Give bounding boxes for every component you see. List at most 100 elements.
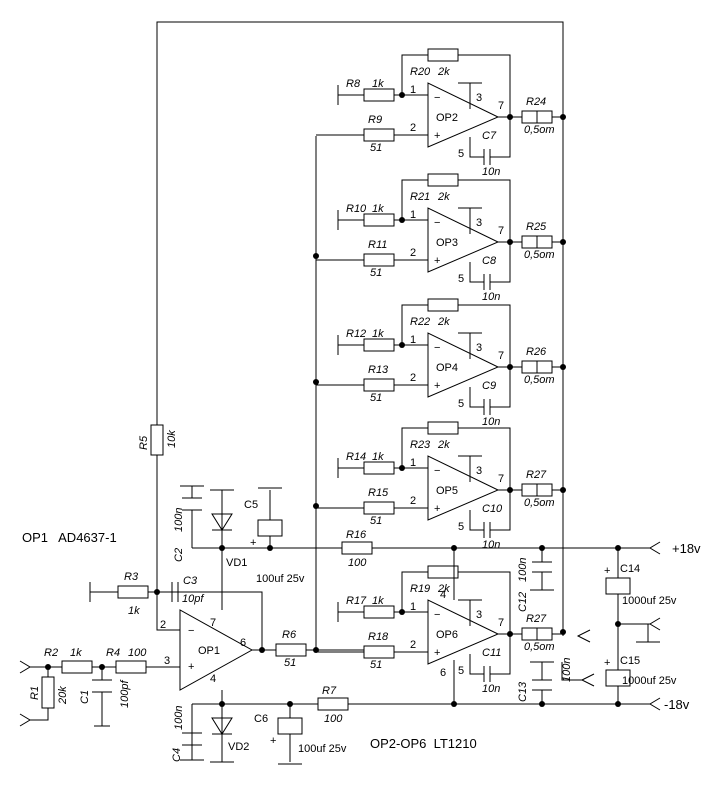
c8-ref: C8 — [482, 255, 497, 267]
r18-value: 51 — [370, 659, 382, 671]
op3-pin-5: 5 — [458, 273, 464, 285]
r11-ref: R11 — [368, 239, 387, 251]
r4-ref: R4 — [106, 647, 120, 659]
r21-body — [427, 173, 459, 187]
c10-ref: C10 — [482, 503, 503, 515]
op1-label: OP1 — [198, 645, 220, 657]
c14-plus: + — [604, 565, 610, 577]
r16-ref: R16 — [346, 529, 367, 541]
op1-plus-sign: + — [188, 661, 194, 673]
r1-value: 20k — [57, 686, 69, 705]
r5-ref: R5 — [138, 435, 150, 450]
op5-pin-5: 5 — [458, 521, 464, 533]
op1-pin-4: 4 — [210, 673, 216, 685]
op4-plus-sign: + — [434, 380, 440, 392]
op5-pin-2: 2 — [410, 495, 416, 507]
r19-ref: R19 — [410, 583, 430, 595]
op6-label: OP6 — [436, 629, 458, 641]
op4-pin-7: 7 — [498, 350, 504, 362]
op5-pin-7: 7 — [498, 473, 504, 485]
r23-ref: R23 — [410, 439, 431, 451]
r19-value: 2k — [437, 583, 450, 595]
r9-body — [363, 128, 395, 142]
c15-value: 1000uf 25v — [622, 675, 677, 687]
wires — [30, 21, 660, 765]
op2-pin-3: 3 — [476, 92, 482, 104]
c3-ref: C3 — [183, 575, 198, 587]
r17-value: 1k — [372, 595, 384, 607]
op1-pin-7: 7 — [210, 617, 216, 629]
vd2-diode — [211, 717, 233, 735]
r21-ref: R21 — [410, 191, 430, 203]
r10-ref: R10 — [346, 203, 367, 215]
op1-triangle — [179, 609, 254, 691]
op6-plus-sign: + — [434, 647, 440, 659]
c14-ref: C14 — [620, 563, 640, 575]
c4-ref: C4 — [171, 748, 183, 762]
r14-value: 1k — [372, 451, 384, 463]
op3-plus-sign: + — [434, 255, 440, 267]
op1-pin-6: 6 — [240, 637, 246, 649]
op2-pin-2: 2 — [410, 122, 416, 134]
op1-type-note: OP1 AD4637-1 — [22, 530, 117, 545]
r10-body — [363, 213, 395, 227]
op5-pin-3: 3 — [476, 465, 482, 477]
r1-body — [41, 676, 55, 709]
c9-ref: C9 — [482, 380, 496, 392]
vd1-diode — [211, 513, 233, 531]
r7-value: 100 — [324, 713, 343, 725]
c2-ref: C2 — [173, 548, 185, 562]
terminals: +18v -18v — [19, 541, 701, 727]
c15-body — [605, 669, 631, 687]
c8-value: 10n — [482, 291, 500, 303]
r16-body — [341, 541, 373, 555]
op3-pin-7: 7 — [498, 225, 504, 237]
r2-value: 1k — [70, 647, 82, 659]
op2-label: OP2 — [436, 112, 458, 124]
r1-ref: R1 — [29, 686, 41, 700]
r3-ref: R3 — [124, 571, 139, 583]
r7-body — [317, 697, 349, 711]
op4-pin-3: 3 — [476, 342, 482, 354]
r22-ref: R22 — [410, 316, 430, 328]
r17-ref: R17 — [346, 595, 367, 607]
op1-minus-sign: − — [188, 625, 194, 637]
op4-label: OP4 — [436, 362, 458, 374]
op3-pin-2: 2 — [410, 247, 416, 259]
r8-value: 1k — [372, 78, 384, 90]
op6-pin-1: 1 — [410, 601, 416, 613]
op1-pin-2: 2 — [160, 619, 166, 631]
r12-value: 1k — [372, 328, 384, 340]
op4-pin-5: 5 — [458, 398, 464, 410]
r5-value: 10k — [166, 430, 178, 448]
r2-ref: R2 — [44, 647, 58, 659]
op6-minus-sign: − — [434, 609, 440, 621]
op2-minus-sign: − — [434, 92, 440, 104]
op6-triangle — [427, 599, 500, 665]
c1-value: 100pf — [119, 680, 131, 708]
r14-ref: R14 — [346, 451, 366, 463]
op3-triangle — [427, 207, 500, 273]
r9-value: 51 — [370, 142, 382, 154]
r25-value: 0,5om — [524, 249, 555, 261]
c3-value: 10pf — [182, 593, 204, 605]
r7-ref: R7 — [322, 685, 337, 697]
r11-body — [363, 253, 395, 267]
op6-pin-2: 2 — [410, 639, 416, 651]
r8-ref: R8 — [346, 78, 361, 90]
r22-value: 2k — [437, 316, 450, 328]
c14-value: 1000uf 25v — [622, 595, 677, 607]
op6-pin-6: 6 — [440, 667, 446, 679]
r15-value: 51 — [370, 515, 382, 527]
op26-type-note: OP2-OP6 LT1210 — [370, 736, 477, 751]
r22-body — [427, 298, 459, 312]
c5-ref: C5 — [244, 499, 258, 511]
r10-value: 1k — [372, 203, 384, 215]
c5-body — [257, 519, 283, 537]
r13-ref: R13 — [368, 364, 389, 376]
passives: R5 10k R3 1k C3 10pf R2 1k R4 100 R1 20k… — [29, 424, 677, 762]
r3-value: 1k — [128, 605, 140, 617]
r16-value: 100 — [348, 557, 367, 569]
r26-ref: R26 — [526, 346, 547, 358]
